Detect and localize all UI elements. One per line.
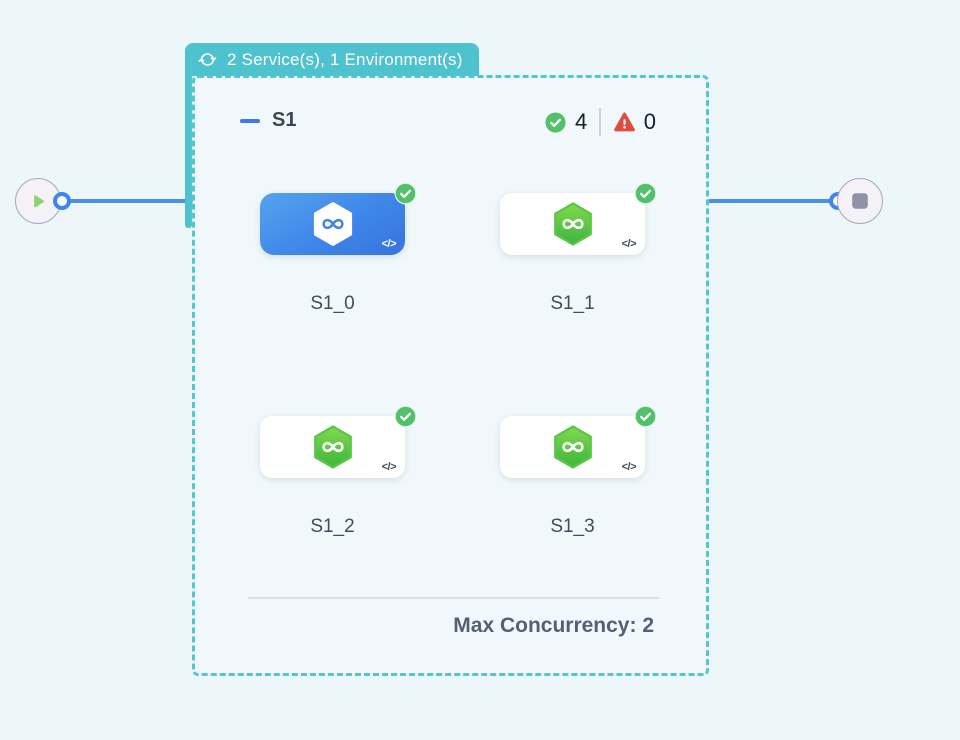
play-icon bbox=[27, 190, 49, 212]
failure-count: 0 bbox=[643, 109, 656, 134]
service-name-label: S1_3 bbox=[550, 516, 595, 537]
service-name-label: S1_2 bbox=[310, 516, 355, 537]
code-icon: </> bbox=[381, 461, 397, 473]
start-node-output-handle[interactable] bbox=[53, 192, 71, 210]
max-concurrency-label: Max Concurrency: 2 bbox=[453, 614, 654, 637]
stage-header: S1 4 0 bbox=[195, 78, 706, 148]
edge-start-to-stage bbox=[61, 199, 193, 203]
stage-status-counts: 4 0 bbox=[544, 108, 656, 136]
stop-icon bbox=[849, 190, 871, 212]
service-cell: </> S1_2 bbox=[260, 405, 417, 538]
service-hexagon-icon bbox=[552, 202, 593, 247]
matrix-badge-strip bbox=[185, 75, 192, 228]
code-icon: </> bbox=[621, 461, 637, 473]
success-check-icon bbox=[634, 182, 657, 205]
warning-triangle-icon bbox=[613, 111, 636, 134]
matrix-badge-label: 2 Service(s), 1 Environment(s) bbox=[227, 49, 463, 69]
success-count: 4 bbox=[575, 109, 588, 134]
matrix-badge[interactable]: 2 Service(s), 1 Environment(s) bbox=[185, 43, 479, 76]
stage-group-container: S1 4 0 bbox=[192, 75, 709, 676]
service-card-s1-0[interactable]: </> bbox=[260, 182, 417, 255]
code-icon: </> bbox=[621, 238, 637, 250]
success-check-icon bbox=[394, 405, 417, 428]
success-check-icon bbox=[634, 405, 657, 428]
success-check-icon bbox=[394, 182, 417, 205]
service-hexagon-icon bbox=[312, 425, 353, 470]
service-hexagon-icon bbox=[552, 425, 593, 470]
code-icon: </> bbox=[381, 238, 397, 250]
service-card-s1-3[interactable]: </> bbox=[500, 405, 657, 478]
stage-name: S1 bbox=[272, 109, 297, 131]
service-name-label: S1_0 bbox=[310, 293, 355, 314]
check-circle-icon bbox=[544, 111, 567, 134]
service-hexagon-icon bbox=[312, 202, 353, 247]
end-node[interactable] bbox=[837, 178, 883, 224]
footer-divider bbox=[248, 597, 659, 599]
counts-divider bbox=[599, 108, 601, 136]
minus-icon bbox=[240, 118, 260, 124]
service-name-label: S1_1 bbox=[550, 293, 595, 314]
collapse-stage-button[interactable] bbox=[240, 114, 262, 128]
service-card-s1-1[interactable]: </> bbox=[500, 182, 657, 255]
edge-stage-to-end bbox=[708, 199, 838, 203]
service-cell: </> S1_3 bbox=[500, 405, 657, 538]
cycle-icon bbox=[197, 49, 218, 70]
service-cell: </> S1_0 bbox=[260, 182, 417, 315]
service-cell: </> S1_1 bbox=[500, 182, 657, 315]
service-card-s1-2[interactable]: </> bbox=[260, 405, 417, 478]
